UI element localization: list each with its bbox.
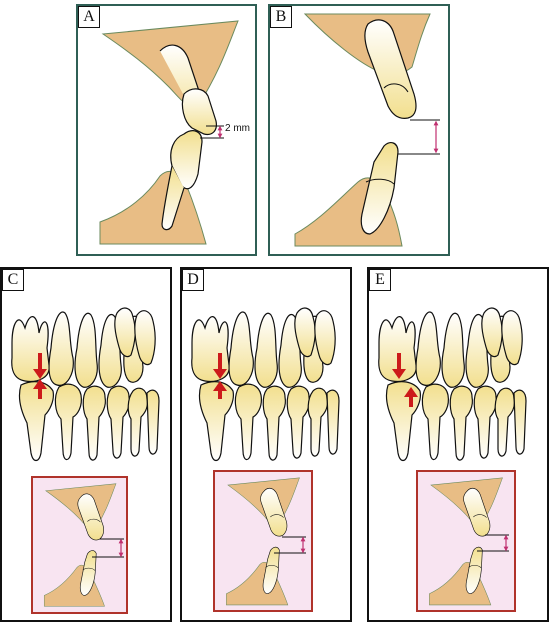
lower-incisor	[360, 142, 399, 235]
panel-a-diagram: 2 mm	[99, 20, 250, 245]
lower-incisor-root	[161, 165, 185, 231]
panel-d-label: D	[182, 269, 204, 291]
panel-e-label: E	[369, 269, 391, 291]
panel-e: E	[367, 267, 549, 622]
upper-incisor	[364, 19, 417, 119]
measure-label: 2 mm	[225, 123, 250, 134]
panel-e-dentition	[378, 307, 527, 612]
panel-c-dentition	[11, 307, 160, 614]
panel-b-diagram	[294, 13, 440, 247]
panel-c: C	[0, 267, 172, 622]
panel-c-label: C	[2, 269, 24, 291]
panel-a-label: A	[78, 6, 100, 28]
panel-b-label: B	[270, 6, 292, 28]
panel-b: B	[268, 4, 450, 256]
upper-incisor-crown	[181, 88, 217, 136]
panel-d-dentition	[191, 307, 340, 612]
panel-a: A 2 mm	[76, 4, 257, 256]
lower-incisor-crown	[170, 130, 203, 190]
panel-d: D	[180, 267, 352, 622]
